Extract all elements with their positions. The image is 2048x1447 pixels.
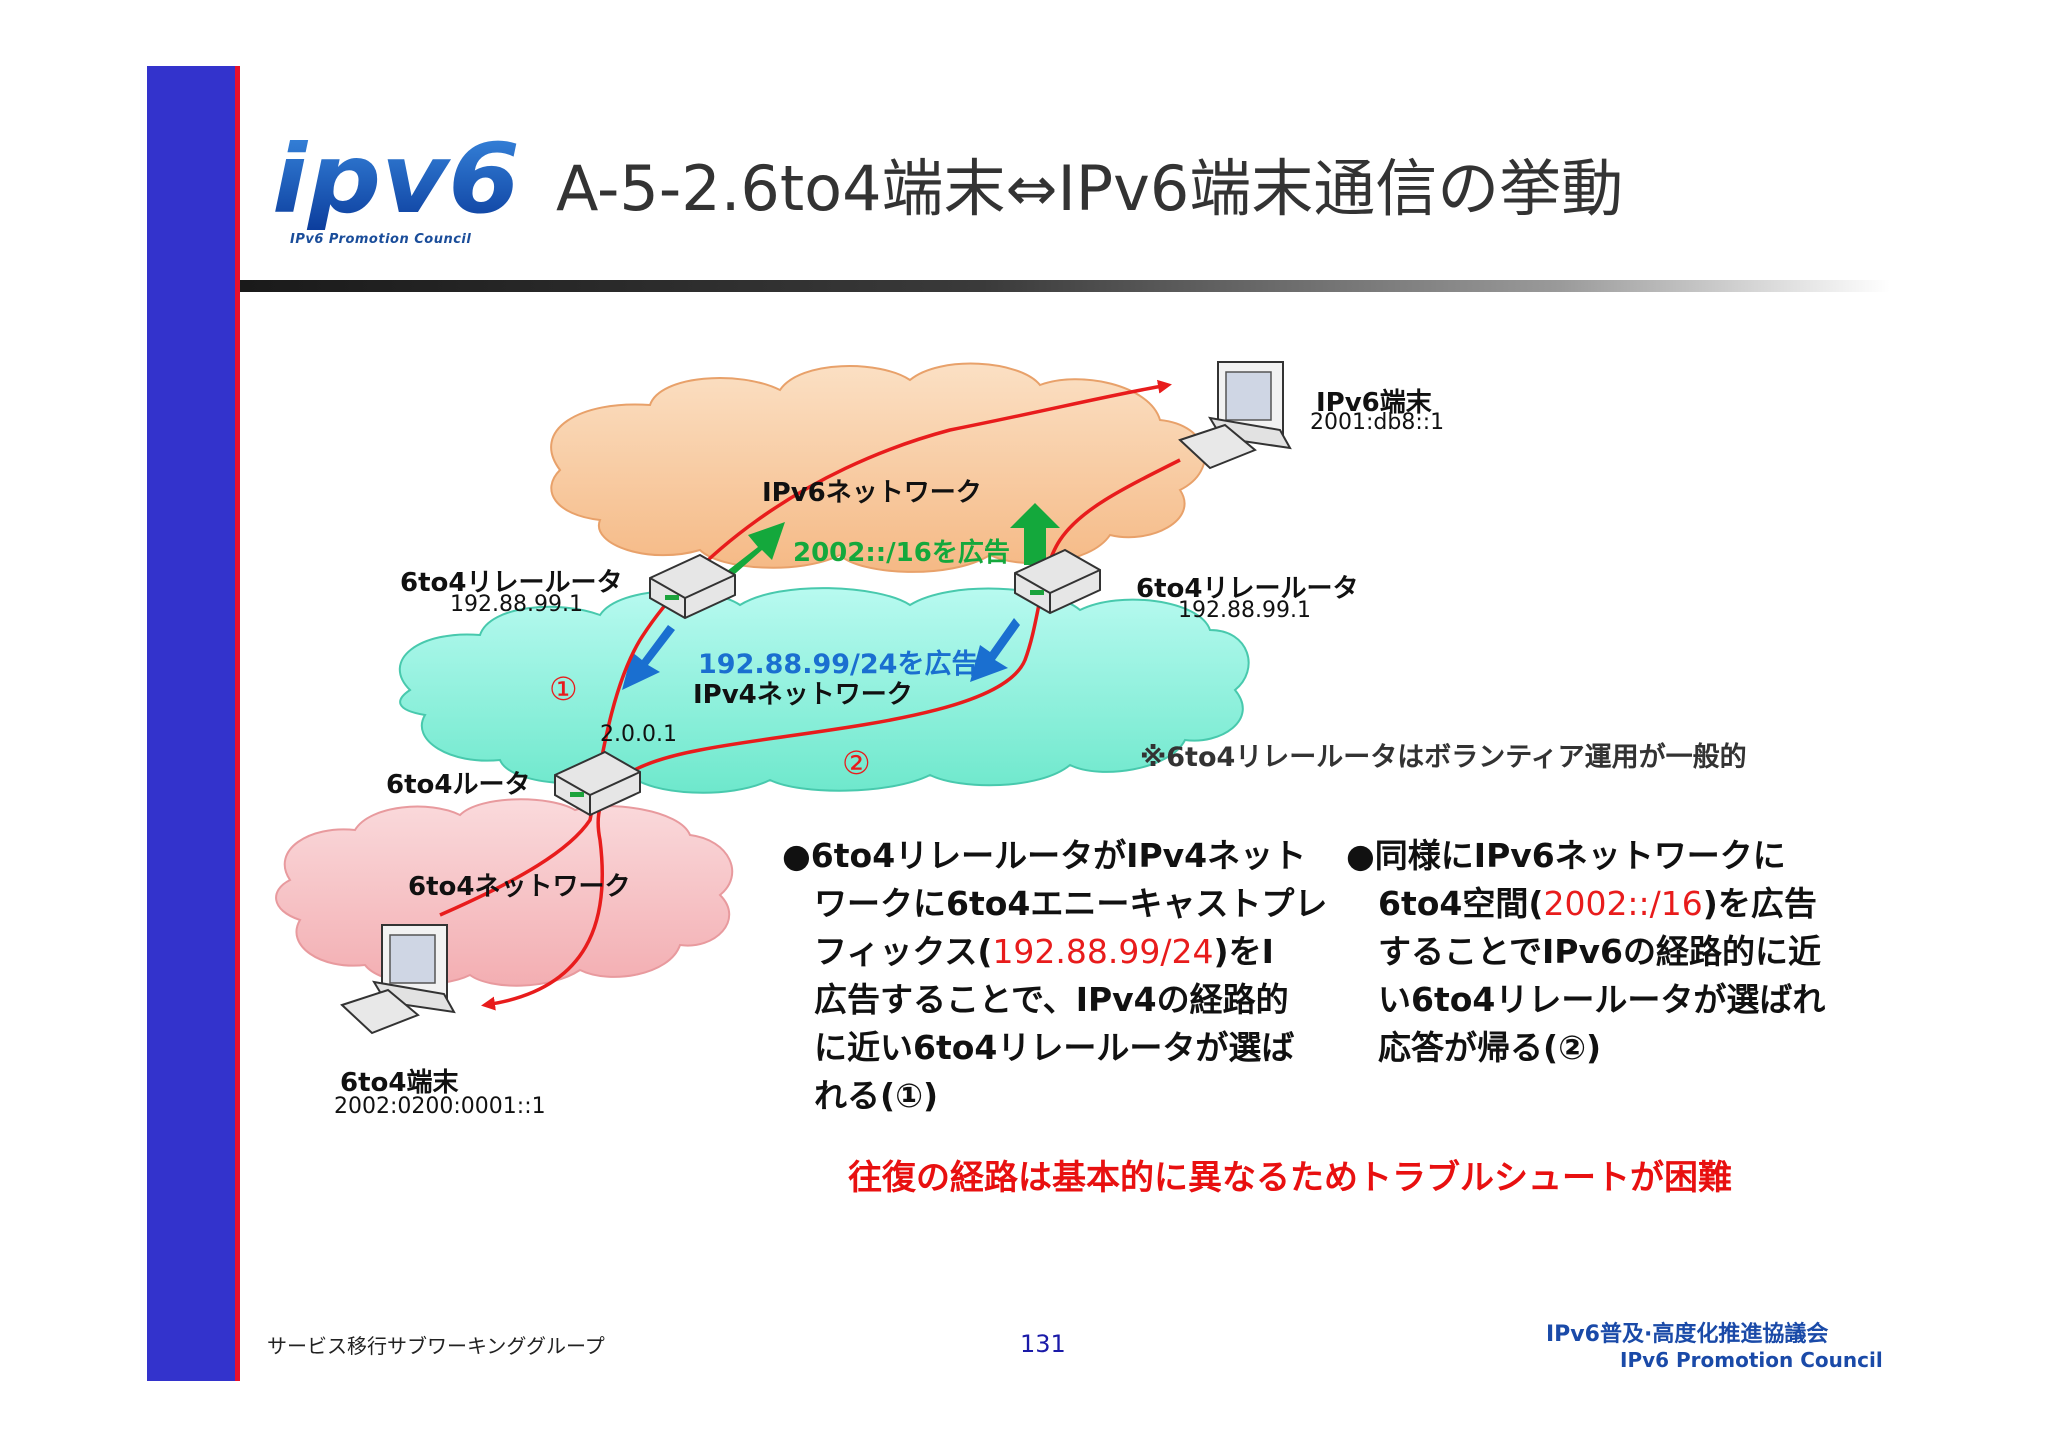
relay-router-right-icon — [1014, 548, 1101, 615]
bullet-left-line-3: フィックス(192.88.99/24)をI — [814, 932, 1274, 971]
relay-left-address: 192.88.99.1 — [450, 592, 583, 617]
ipv6-logo: ipv6 — [272, 140, 520, 230]
ipv4-network-label: IPv4ネットワーク — [693, 680, 913, 710]
path-2-return — [481, 458, 1181, 1011]
relay-router-left-icon — [649, 553, 736, 620]
relay-right-address: 192.88.99.1 — [1178, 598, 1311, 623]
bullet-left-line-2: ワークに6to4エニーキャストプレ — [814, 884, 1328, 923]
ipv6-host-label: IPv6端末 — [1316, 388, 1432, 418]
ipv6-host-address: 2001:db8::1 — [1310, 410, 1445, 435]
router-6to4-address: 2.0.0.1 — [600, 722, 677, 747]
title-rule — [240, 280, 1890, 292]
bullet-left: ●6to4リレールータがIPv4ネット ワークに6to4エニーキャストプレ フィ… — [782, 832, 1327, 1120]
bullet-left-line-1: ●6to4リレールータがIPv4ネット — [782, 836, 1307, 875]
side-bar — [147, 66, 235, 1381]
path-marker-2: ② — [842, 744, 871, 782]
adv-arrow-green-right — [1010, 503, 1060, 565]
host-6to4-computer-icon — [340, 924, 456, 1035]
router-6to4-icon — [554, 750, 641, 817]
adv-arrow-blue-right — [970, 618, 1020, 682]
relay-right-label: 6to4リレールータ — [1136, 574, 1359, 604]
warning-text: 往復の経路は基本的に異なるためトラブルシュートが困難 — [848, 1158, 1732, 1198]
bullet-right-line-4: い6to4リレールータが選ばれ — [1378, 980, 1826, 1019]
bullet-right-line-1: ●同様にIPv6ネットワークに — [1346, 836, 1786, 875]
page-number: 131 — [1020, 1330, 1066, 1358]
host-6to4-address: 2002:0200:0001::1 — [334, 1094, 546, 1119]
footer-org-ja: IPv6普及·高度化推進協議会 — [1546, 1322, 1829, 1347]
bullet-right-line-3: することでIPv6の経路的に近 — [1378, 932, 1821, 971]
adv-arrow-blue-left — [622, 625, 675, 690]
ipv6-advertise-label: 2002::/16を広告 — [793, 538, 1010, 568]
logo-text: ipv6 — [272, 140, 520, 230]
path-marker-1: ① — [549, 670, 578, 708]
ipv6-network-label: IPv6ネットワーク — [762, 478, 982, 508]
anycast-prefix: 192.88.99/24 — [992, 932, 1214, 971]
volunteer-note: ※6to4リレールータはボランティア運用が一般的 — [1140, 742, 1747, 773]
path-1-outbound — [439, 379, 1172, 917]
bullet-right-line-2: 6to4空間(2002::/16)を広告 — [1378, 884, 1817, 923]
relay-left-label: 6to4リレールータ — [400, 568, 623, 598]
logo-subtitle: IPv6 Promotion Council — [290, 232, 472, 247]
ipv6-host-computer-icon — [1178, 361, 1292, 470]
host-6to4-label: 6to4端末 — [340, 1068, 459, 1098]
bullet-left-line-5: に近い6to4リレールータが選ば — [814, 1028, 1295, 1067]
side-accent-line — [235, 66, 240, 1381]
bullet-left-line-6: れる(①) — [814, 1076, 939, 1115]
router-6to4-label: 6to4ルータ — [386, 770, 531, 800]
bullet-right-line-5: 応答が帰る(②) — [1378, 1028, 1602, 1067]
ipv4-advertise-label: 192.88.99/24を広告 — [698, 649, 979, 680]
bullet-right: ●同様にIPv6ネットワークに 6to4空間(2002::/16)を広告 するこ… — [1346, 832, 1825, 1072]
adv-arrow-green-left — [722, 522, 785, 580]
network-6to4-label: 6to4ネットワーク — [408, 872, 631, 902]
slide-title: A-5-2.6to4端末⇔IPv6端末通信の挙動 — [556, 152, 1624, 225]
footer-group-name: サービス移行サブワーキンググループ — [267, 1334, 605, 1358]
bullet-left-line-4: 広告することで、IPv4の経路的 — [814, 980, 1289, 1019]
footer-org-en: IPv6 Promotion Council — [1620, 1348, 1883, 1372]
ipv6-prefix: 2002::/16 — [1543, 884, 1703, 923]
